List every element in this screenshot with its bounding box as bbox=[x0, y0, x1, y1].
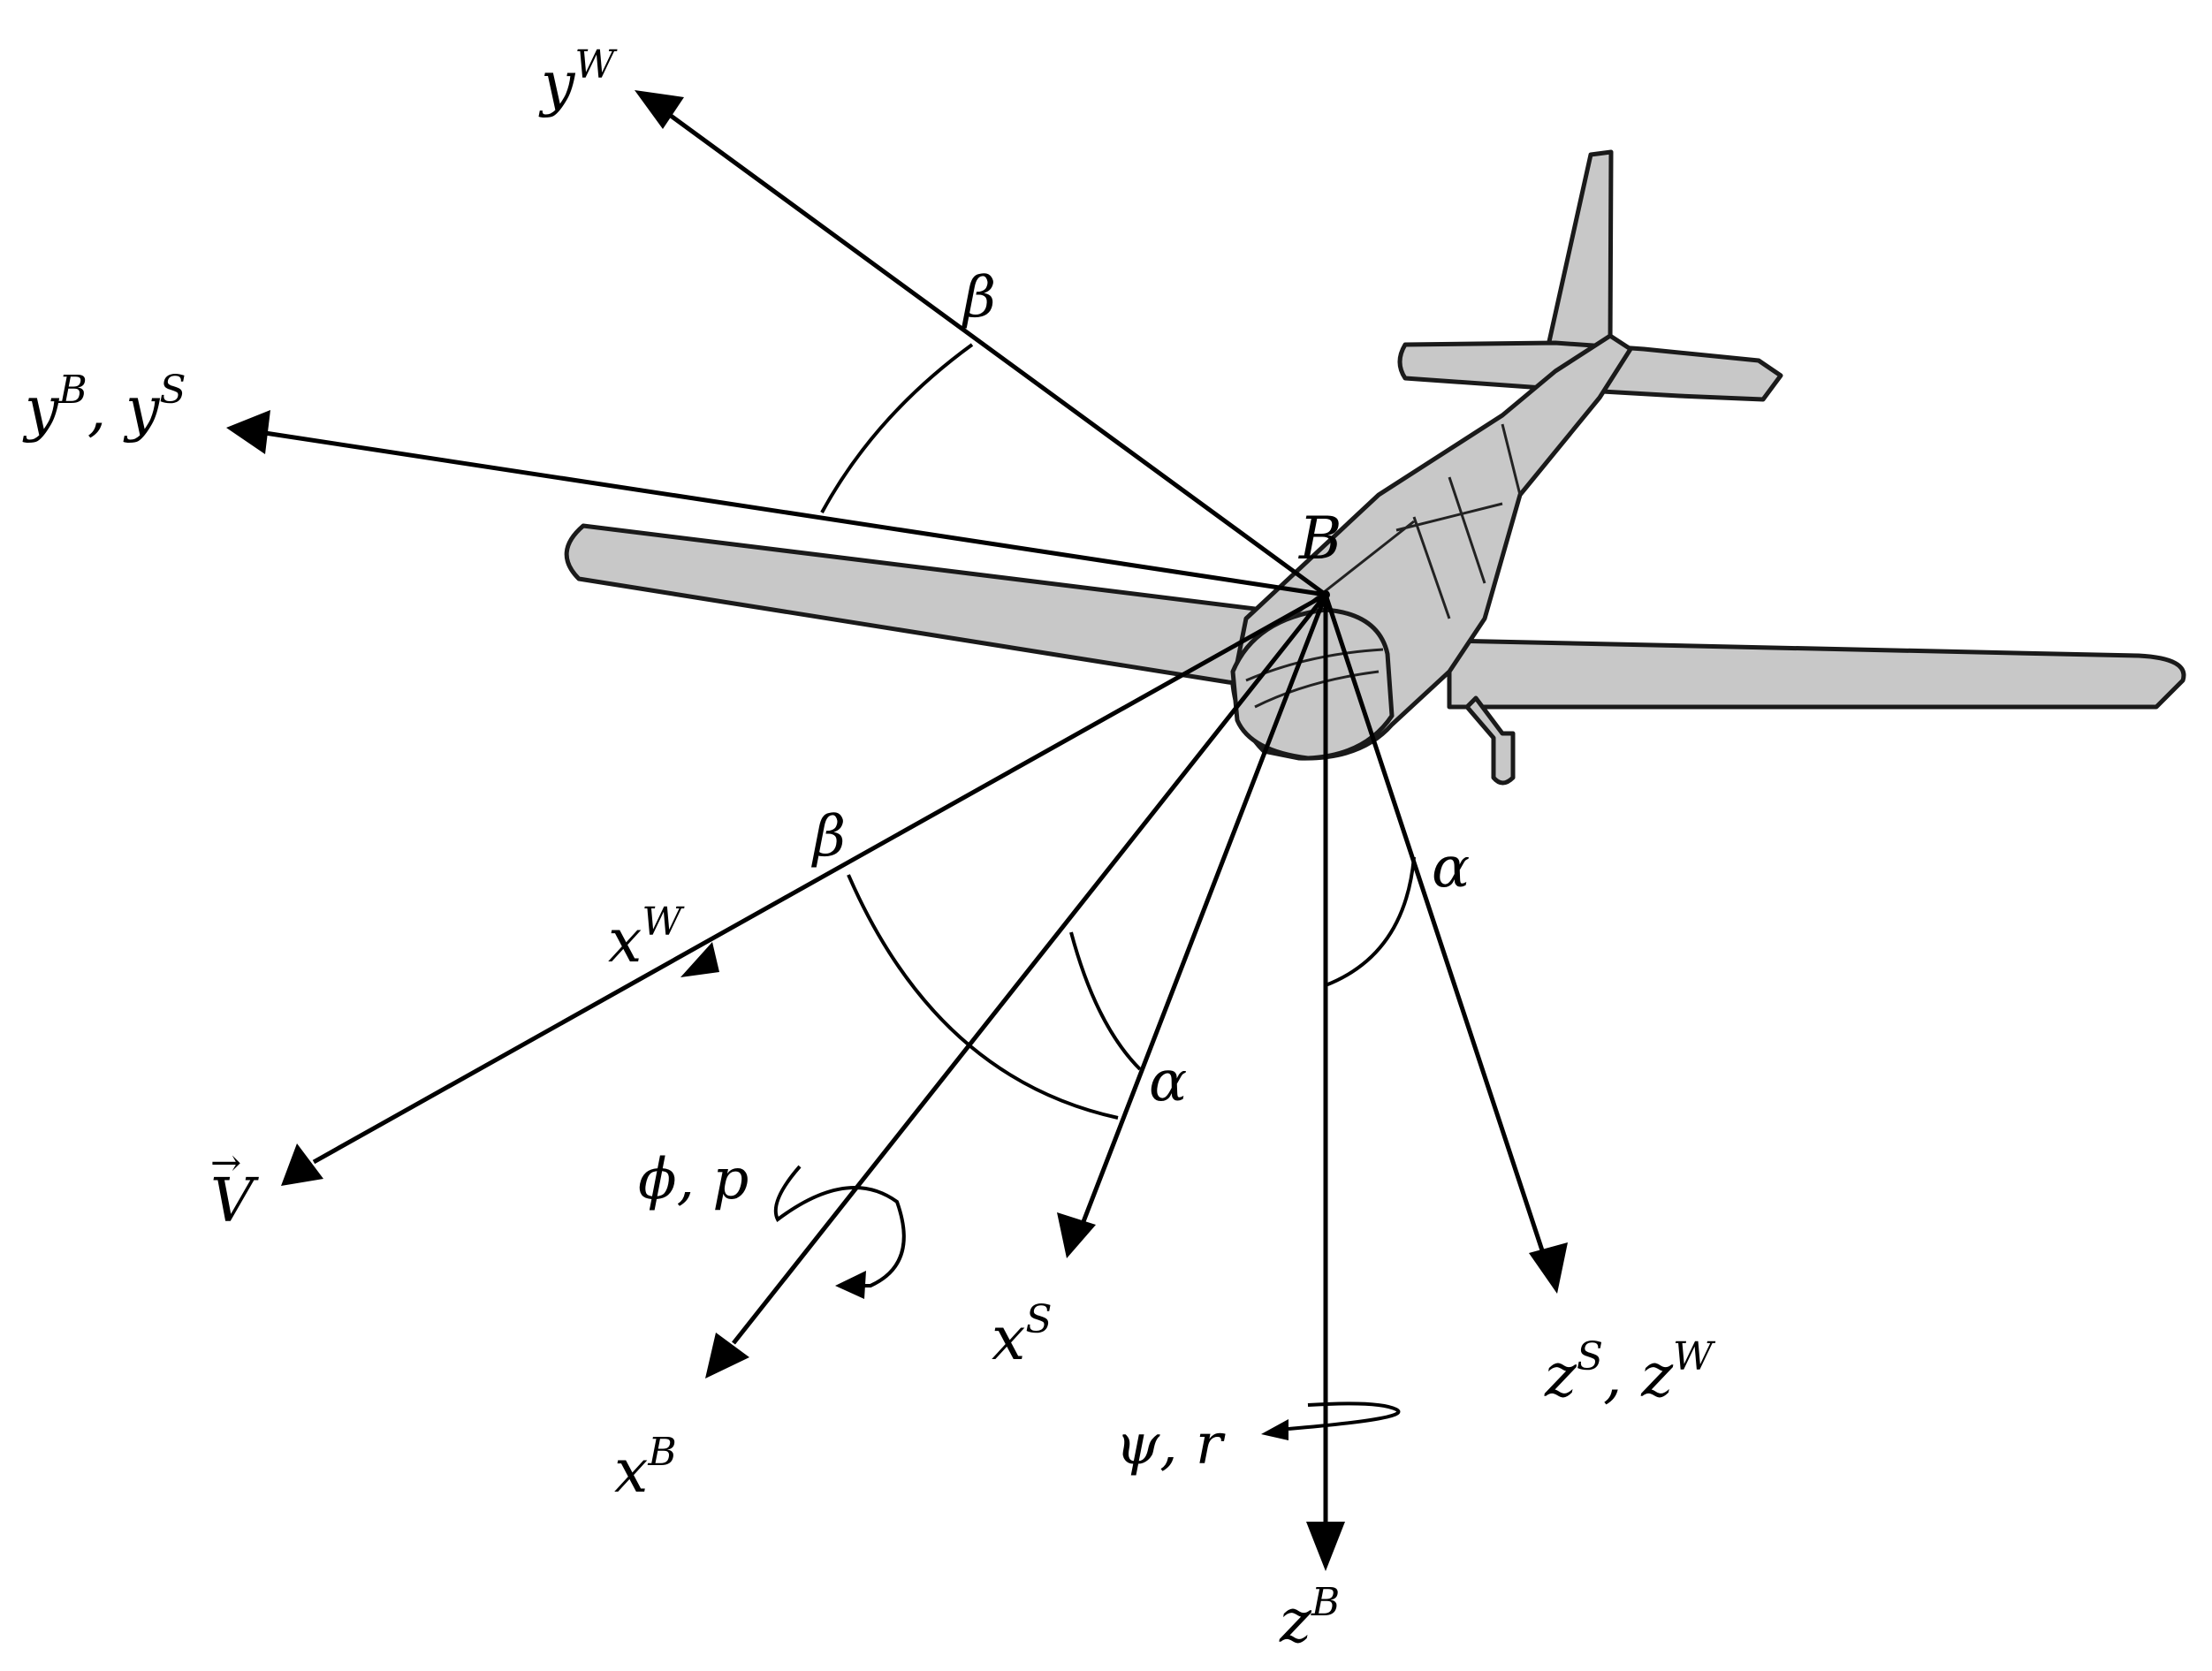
alpha-right-label: α bbox=[1432, 835, 1470, 900]
xb-arrowhead bbox=[705, 1333, 749, 1379]
yw-label: yW bbox=[538, 42, 618, 119]
alpha-arc-right bbox=[1325, 856, 1416, 987]
roll-label: ϕ, p bbox=[638, 1147, 749, 1212]
xw-arrowhead bbox=[680, 942, 719, 977]
yw-arrowhead bbox=[635, 90, 684, 129]
aircraft-illustration bbox=[564, 149, 2186, 786]
v-vector-arrow: → bbox=[210, 1141, 241, 1184]
landing-gear bbox=[1464, 695, 1516, 786]
zs-zw-label: zS, zW bbox=[1544, 1334, 1716, 1411]
yaw-rotation-arrow bbox=[1288, 1401, 1401, 1431]
alpha-arc-bottom bbox=[1069, 931, 1142, 1071]
roll-rotation-arrow bbox=[773, 1165, 906, 1287]
vertical-tail bbox=[1544, 149, 1614, 374]
xb-label: xB bbox=[614, 1430, 677, 1507]
xb-axis bbox=[732, 593, 1327, 1345]
origin-point bbox=[1321, 590, 1330, 599]
beta-top-label: β bbox=[962, 265, 996, 330]
yw-axis bbox=[665, 110, 1327, 597]
yb-ys-arrowhead bbox=[226, 410, 270, 454]
angle-arcs bbox=[820, 343, 1416, 1120]
right-wing bbox=[1447, 638, 2186, 710]
yaw-rotation-arrowhead bbox=[1261, 1419, 1288, 1440]
fuselage-detail bbox=[1245, 423, 1522, 709]
yaw-label: ψ, r bbox=[1115, 1412, 1226, 1477]
origin-label: B bbox=[1298, 505, 1342, 573]
zb-label: zB bbox=[1279, 1580, 1340, 1657]
axes bbox=[226, 90, 1568, 1571]
beta-arc-top bbox=[820, 343, 974, 513]
zs-zw-axis bbox=[1323, 594, 1545, 1251]
yb-ys-axis bbox=[264, 430, 1326, 597]
xw-v-axis bbox=[312, 592, 1327, 1165]
labels: yW yB, yS B β β xW V → α α ϕ, p xS zS, z… bbox=[22, 42, 1716, 1657]
xw-label: xW bbox=[608, 900, 685, 976]
beta-bottom-label: β bbox=[811, 804, 846, 870]
v-label: V bbox=[210, 1166, 259, 1236]
alpha-bottom-label: α bbox=[1149, 1049, 1187, 1114]
beta-arc-bottom bbox=[847, 874, 1119, 1120]
roll-rotation-arrowhead bbox=[835, 1271, 866, 1299]
zb-arrowhead bbox=[1306, 1522, 1345, 1571]
v-arrowhead bbox=[281, 1143, 323, 1186]
rotation-indicators bbox=[773, 1165, 1401, 1440]
xs-axis bbox=[1080, 594, 1328, 1225]
yb-ys-label: yB, yS bbox=[22, 368, 186, 444]
xs-arrowhead bbox=[1057, 1212, 1096, 1258]
xs-label: xS bbox=[992, 1297, 1053, 1374]
zs-zw-arrowhead bbox=[1529, 1242, 1568, 1294]
